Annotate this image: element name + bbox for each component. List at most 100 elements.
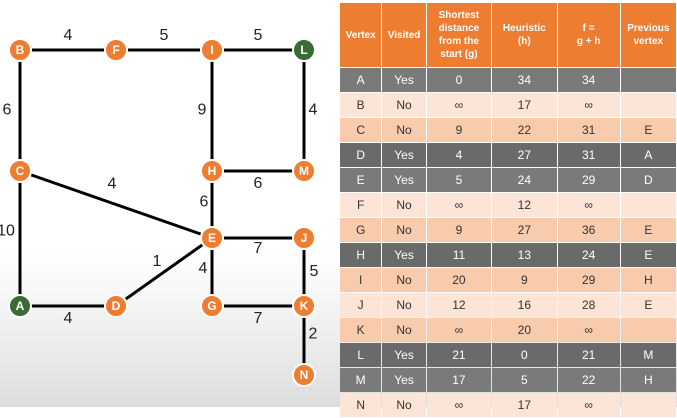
node-circle bbox=[200, 294, 224, 318]
cell-visited: No bbox=[382, 218, 426, 242]
edge-weight-label: 6 bbox=[200, 194, 209, 211]
cell-g: 9 bbox=[426, 118, 492, 142]
cell-g: 11 bbox=[426, 243, 492, 267]
cell-prev bbox=[620, 193, 676, 217]
edge-weight-label: 2 bbox=[309, 326, 318, 343]
node-circle bbox=[200, 226, 224, 250]
header-previous-line: Previous bbox=[627, 23, 670, 34]
edge-weight-label: 5 bbox=[254, 27, 263, 44]
header-shortest-line: Shortest bbox=[438, 10, 480, 21]
node-label: E bbox=[208, 231, 216, 245]
edge-weight-label: 5 bbox=[160, 27, 169, 44]
node-circle bbox=[104, 294, 128, 318]
edge-weight-label: 4 bbox=[108, 176, 117, 193]
node-label: F bbox=[112, 43, 119, 57]
cell-vertex: M bbox=[340, 368, 382, 392]
cell-vertex: K bbox=[340, 318, 382, 342]
edge-weight-label: 7 bbox=[254, 310, 263, 327]
edge-weight-label: 4 bbox=[199, 260, 208, 277]
edge-c-e bbox=[18, 169, 214, 240]
cell-prev bbox=[620, 393, 676, 417]
cell-f: 31 bbox=[557, 118, 620, 142]
cell-prev bbox=[620, 318, 676, 342]
cell-f: 29 bbox=[557, 168, 620, 192]
cell-f: 24 bbox=[557, 243, 620, 267]
header-shortest-line: start (g) bbox=[440, 49, 478, 60]
cell-visited: Yes bbox=[382, 343, 426, 367]
node-h: H bbox=[200, 159, 224, 183]
cell-f: 28 bbox=[557, 293, 620, 317]
node-j: J bbox=[292, 226, 316, 250]
cell-f: 34 bbox=[557, 68, 620, 92]
header-visited: Visited bbox=[382, 3, 426, 67]
cell-visited: No bbox=[382, 393, 426, 417]
cell-h: 34 bbox=[492, 68, 557, 92]
node-label: N bbox=[300, 368, 309, 382]
edge-weight-label: 4 bbox=[64, 27, 73, 44]
node-label: K bbox=[300, 299, 309, 313]
header-heuristic-line: (h) bbox=[517, 36, 531, 47]
edge-weight-label: 4 bbox=[64, 310, 73, 327]
edge-weight-label: 6 bbox=[254, 175, 263, 192]
node-circle bbox=[8, 159, 32, 183]
astar-table: Vertex Visited Shortest distance from th… bbox=[339, 2, 677, 418]
cell-f: 21 bbox=[557, 343, 620, 367]
cell-g: 12 bbox=[426, 293, 492, 317]
edge-weight-label: 6 bbox=[3, 102, 12, 119]
node-label: L bbox=[300, 43, 307, 57]
cell-h: 9 bbox=[492, 268, 557, 292]
node-m: M bbox=[292, 159, 316, 183]
cell-h: 13 bbox=[492, 243, 557, 267]
node-circle bbox=[292, 294, 316, 318]
cell-g: 0 bbox=[426, 68, 492, 92]
edge-weight-label: 1 bbox=[153, 253, 162, 270]
cell-f: ∞ bbox=[557, 393, 620, 417]
cell-vertex: L bbox=[340, 343, 382, 367]
node-e: E bbox=[200, 226, 224, 250]
node-k: K bbox=[292, 294, 316, 318]
node-circle bbox=[292, 226, 316, 250]
node-circle bbox=[104, 38, 128, 62]
cell-h: 12 bbox=[492, 193, 557, 217]
header-shortest-line: distance bbox=[438, 23, 480, 34]
cell-f: 31 bbox=[557, 143, 620, 167]
node-c: C bbox=[8, 159, 32, 183]
node-n: N bbox=[292, 363, 316, 387]
cell-vertex: J bbox=[340, 293, 382, 317]
cell-vertex: E bbox=[340, 168, 382, 192]
cell-g: 9 bbox=[426, 218, 492, 242]
node-label: C bbox=[16, 164, 25, 178]
cell-visited: No bbox=[382, 193, 426, 217]
cell-h: 20 bbox=[492, 318, 557, 342]
cell-visited: Yes bbox=[382, 368, 426, 392]
cell-vertex: F bbox=[340, 193, 382, 217]
header-heuristic-line: Heuristic bbox=[502, 23, 546, 34]
cell-visited: Yes bbox=[382, 243, 426, 267]
cell-vertex: N bbox=[340, 393, 382, 417]
node-d: D bbox=[104, 294, 128, 318]
header-f-line: g + h bbox=[576, 36, 601, 47]
cell-visited: No bbox=[382, 293, 426, 317]
node-circle bbox=[200, 38, 224, 62]
node-f: F bbox=[104, 38, 128, 62]
cell-vertex: D bbox=[340, 143, 382, 167]
cell-f: 36 bbox=[557, 218, 620, 242]
cell-visited: No bbox=[382, 118, 426, 142]
header-f: f = g + h bbox=[557, 3, 620, 67]
cell-h: 24 bbox=[492, 168, 557, 192]
cell-prev: D bbox=[620, 168, 676, 192]
node-label: D bbox=[112, 299, 121, 313]
cell-g: ∞ bbox=[426, 193, 492, 217]
cell-prev bbox=[620, 68, 676, 92]
cell-prev: H bbox=[620, 368, 676, 392]
cell-vertex: C bbox=[340, 118, 382, 142]
header-vertex: Vertex bbox=[340, 3, 382, 67]
